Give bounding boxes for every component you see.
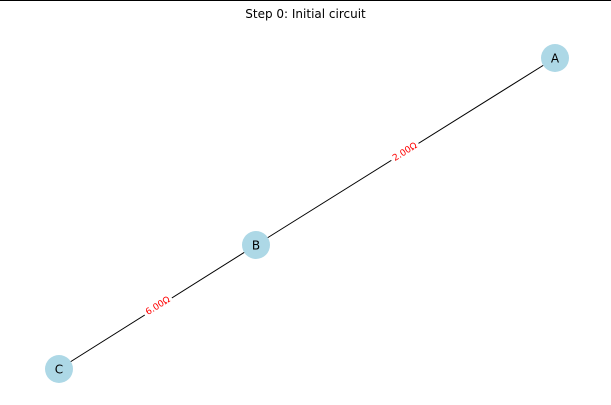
edge-label-b-c-group: 6.00Ω	[140, 291, 175, 319]
edge-labels-layer: 2.00Ω 6.00Ω	[140, 137, 422, 319]
diagram-title: Step 0: Initial circuit	[245, 7, 366, 21]
node-a-circle	[541, 44, 569, 72]
edges-layer	[58, 57, 556, 370]
node-b-circle	[242, 231, 270, 259]
edge-label-a-b-group: 2.00Ω	[387, 137, 422, 165]
node-b: B	[242, 231, 270, 259]
node-c-label: C	[55, 363, 63, 377]
node-a: A	[541, 44, 569, 72]
node-c-circle	[45, 355, 73, 383]
node-a-label: A	[551, 52, 560, 66]
edge-label-a-b-background	[387, 137, 422, 165]
node-b-label: B	[252, 239, 260, 253]
nodes-layer: A B C	[45, 44, 569, 383]
edge-label-b-c-background	[140, 291, 175, 319]
node-c: C	[45, 355, 73, 383]
